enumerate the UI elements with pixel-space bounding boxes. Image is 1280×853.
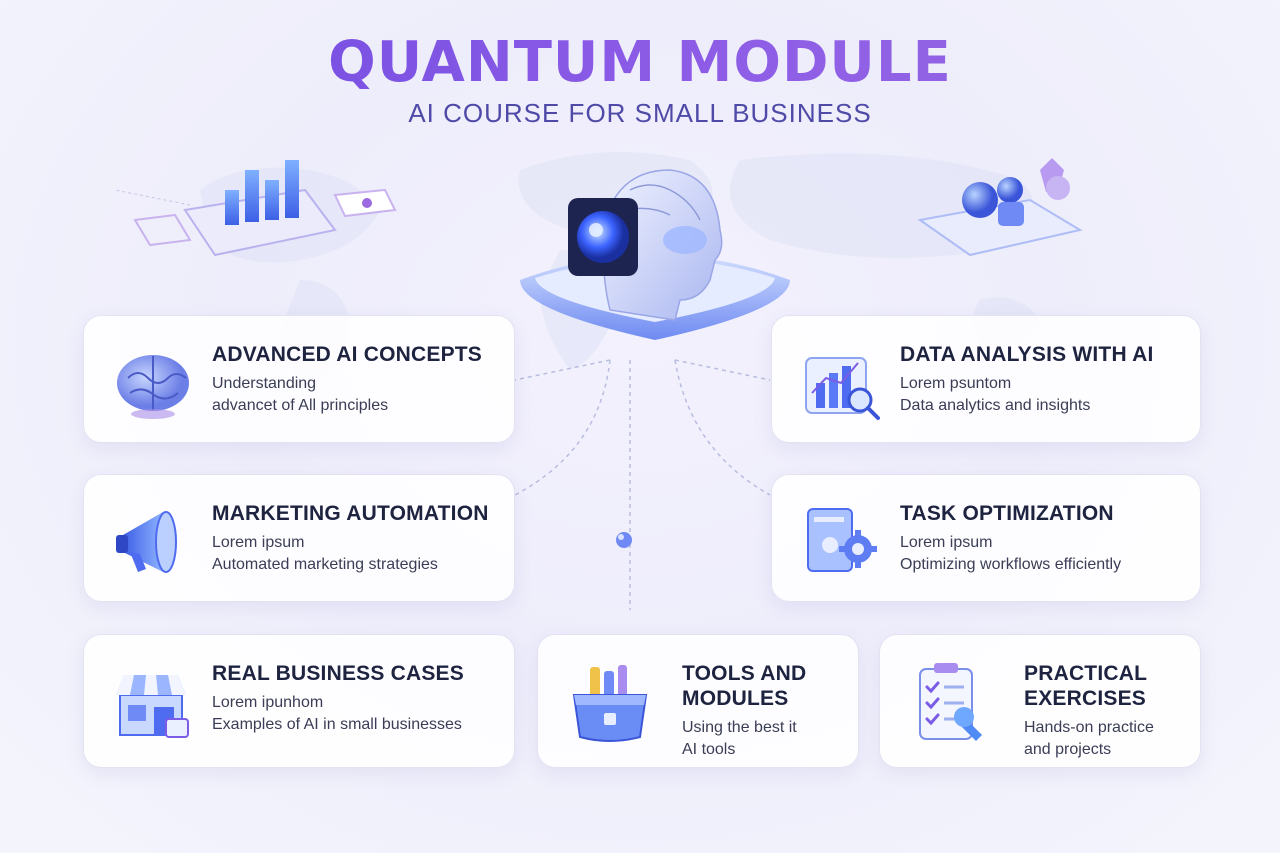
card-line: Using the best it [682, 719, 797, 736]
floating-cubes-platform-icon [917, 158, 1083, 257]
card-line: Data analytics and insights [900, 397, 1091, 414]
card-title-line: EXERCISES [1024, 687, 1147, 710]
page-subtitle: AI COURSE FOR SMALL BUSINESS [408, 98, 872, 128]
card-line: Optimizing workflows efficiently [900, 556, 1122, 573]
connector-lines [514, 359, 771, 610]
card-line: Lorem ipunhom [212, 694, 324, 711]
card-data-analysis-with-ai[interactable]: DATA ANALYSIS WITH AI Lorem psuntom Data… [771, 315, 1201, 443]
card-line: advancet of All principles [212, 397, 389, 414]
card-line: Lorem ipsum [900, 534, 993, 551]
card-line: AI tools [682, 741, 736, 758]
card-marketing-automation[interactable]: MARKETING AUTOMATION Lorem ipsum Automat… [83, 474, 515, 602]
card-line: Hands-on practice [1024, 719, 1154, 736]
card-line: Examples of AI in small businesses [212, 716, 462, 733]
checklist-icon [919, 663, 982, 741]
card-line: Automated marketing strategies [212, 556, 438, 573]
card-title: MARKETING AUTOMATION [212, 502, 489, 525]
card-line: Lorem psuntom [900, 375, 1012, 392]
ai-head-platform-icon [520, 169, 790, 340]
card-title: ADVANCED AI CONCEPTS [212, 343, 483, 366]
card-title-line: MODULES [682, 687, 789, 710]
card-line: and projects [1024, 741, 1112, 758]
bar-chart-magnifier-icon [805, 357, 880, 420]
card-title-line: TOOLS AND [682, 662, 807, 685]
toolbox-icon [572, 665, 648, 742]
card-title-line: PRACTICAL [1024, 662, 1148, 685]
card-advanced-ai-concepts[interactable]: ADVANCED AI CONCEPTS Understanding advan… [83, 315, 515, 443]
card-line: Lorem ipsum [212, 534, 305, 551]
card-task-optimization[interactable]: TASK OPTIMIZATION Lorem ipsum Optimizing… [771, 474, 1201, 602]
gear-document-icon [807, 508, 877, 572]
card-line: Understanding [212, 375, 317, 392]
card-title: DATA ANALYSIS WITH AI [900, 343, 1154, 366]
megaphone-icon [116, 511, 177, 573]
brain-icon [117, 355, 189, 419]
card-real-business-cases[interactable]: REAL BUSINESS CASES Lorem ipunhom Exampl… [83, 634, 515, 768]
page-title: QUANTUM MODULE [0, 30, 1280, 95]
card-title: TASK OPTIMIZATION [900, 502, 1114, 525]
floating-bar-chart-platform-icon [115, 160, 397, 257]
storefront-icon [116, 675, 189, 738]
card-title: REAL BUSINESS CASES [212, 662, 464, 685]
